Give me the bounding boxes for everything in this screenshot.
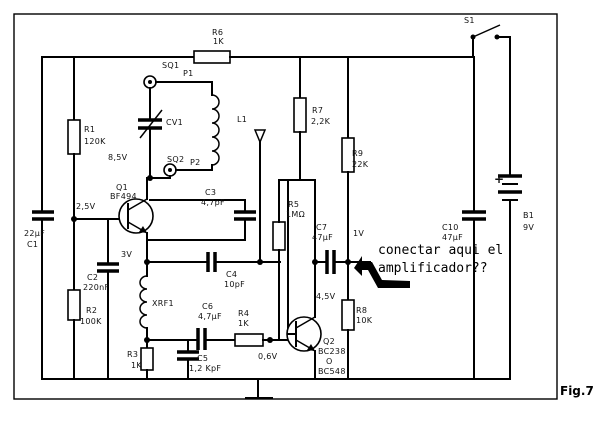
resistor-r4 (234, 333, 264, 347)
label-r7: R7 (312, 106, 323, 115)
label-r6: R6 (212, 28, 223, 37)
label-battery-plus: + (494, 172, 504, 186)
label-p2: P2 (190, 158, 201, 167)
junction-base-q2 (267, 337, 273, 343)
resistor-r2 (67, 289, 81, 321)
label-q1: Q1 (116, 183, 128, 192)
label-c3-value: 4,7pF (201, 198, 225, 207)
label-sq2: SQ2 (167, 155, 184, 164)
label-r4-value: 1K (238, 319, 249, 328)
label-c5: C5 (197, 354, 208, 363)
label-b1: B1 (523, 211, 534, 220)
q2-emitter-arrow (307, 344, 315, 351)
label-q2-or: O (326, 357, 333, 366)
label-r8: R8 (356, 306, 367, 315)
cv1-wire-bottom (149, 127, 171, 179)
switch-s1-lever (472, 24, 501, 38)
label-c2: C2 (87, 273, 98, 282)
label-c2-value: 220nF (83, 283, 110, 292)
label-voltage-2-5v: 2,5V (76, 202, 96, 211)
label-r3: R3 (127, 350, 138, 359)
label-b1-value: 9V (523, 223, 534, 232)
transistor-q1 (118, 198, 154, 234)
resistor-r6 (193, 50, 231, 64)
label-c7: C7 (316, 223, 327, 232)
l1-bottom-wire (175, 164, 213, 171)
label-c6-value: 4,7µF (198, 312, 222, 321)
resistor-r8 (341, 299, 355, 331)
label-voltage-4-5v: 4,5V (316, 292, 336, 301)
resistor-r5 (272, 221, 286, 251)
c3-wire-bottom (146, 218, 246, 241)
label-c7-value: 47µF (312, 233, 333, 242)
cv1-variable-arrow (139, 109, 163, 139)
label-r2: R2 (86, 306, 97, 315)
label-r1-value: 120K (84, 137, 106, 146)
c3-wire-top (149, 199, 246, 213)
label-c3: C3 (205, 188, 216, 197)
annotation-arrow-icon (354, 256, 410, 288)
label-voltage-1v: 1V (353, 229, 364, 238)
resistor-r1 (67, 119, 81, 155)
l1-top-wire (155, 81, 213, 96)
label-c10: C10 (442, 223, 459, 232)
label-c10-value: 47µF (442, 233, 463, 242)
label-voltage-0-6v: 0,6V (258, 352, 278, 361)
label-q2-type: BC238 (318, 347, 346, 356)
label-xrf1: XRF1 (152, 299, 174, 308)
q2-collector-lead (295, 316, 316, 329)
label-r3-value: 1K (131, 361, 142, 370)
label-r4: R4 (238, 309, 249, 318)
figure-label: Fig.7 (560, 384, 594, 398)
inductor-l1 (211, 94, 220, 166)
label-r5: R5 (288, 200, 299, 209)
label-r1: R1 (84, 125, 95, 134)
label-p1: P1 (183, 69, 194, 78)
label-l1: L1 (237, 115, 247, 124)
label-c4: C4 (226, 270, 237, 279)
label-voltage-8-5v: 8,5V (108, 153, 128, 162)
antenna-icon (253, 129, 267, 144)
label-q2: Q2 (323, 337, 335, 346)
label-cv1: CV1 (166, 118, 183, 127)
label-c5-value: 1,2 KpF (189, 364, 221, 373)
annotation-line-1: conectar aqui el (378, 243, 503, 258)
label-c1: C1 (27, 240, 38, 249)
label-r5-value: 1MΩ (286, 210, 305, 219)
label-voltage-3v: 3V (121, 250, 132, 259)
label-r6-value: 1K (213, 37, 224, 46)
resistor-r7 (293, 97, 307, 133)
label-r8-value: 10K (356, 316, 373, 325)
q1-emitter-arrow (139, 226, 147, 233)
label-sq1: SQ1 (162, 61, 179, 70)
choke-xrf1 (139, 275, 148, 329)
label-c4-value: 10pF (224, 280, 245, 289)
annotation-line-2: amplificador?? (378, 261, 488, 276)
battery-feed (496, 36, 511, 177)
q1-collector-lead (127, 198, 148, 211)
label-r7-value: 2,2K (311, 117, 331, 126)
label-r2-value: 100K (80, 317, 102, 326)
label-r9-value: 22K (352, 160, 369, 169)
label-q2-alt: BC548 (318, 367, 346, 376)
diagram-frame (13, 13, 558, 400)
junction-collector-q1 (147, 175, 153, 181)
label-s1: S1 (464, 16, 475, 25)
label-c6: C6 (202, 302, 213, 311)
label-c1-value: 22µF (24, 229, 45, 238)
label-r9: R9 (352, 149, 363, 158)
label-q1-type: BF494 (110, 192, 137, 201)
resistor-r3 (140, 347, 154, 371)
